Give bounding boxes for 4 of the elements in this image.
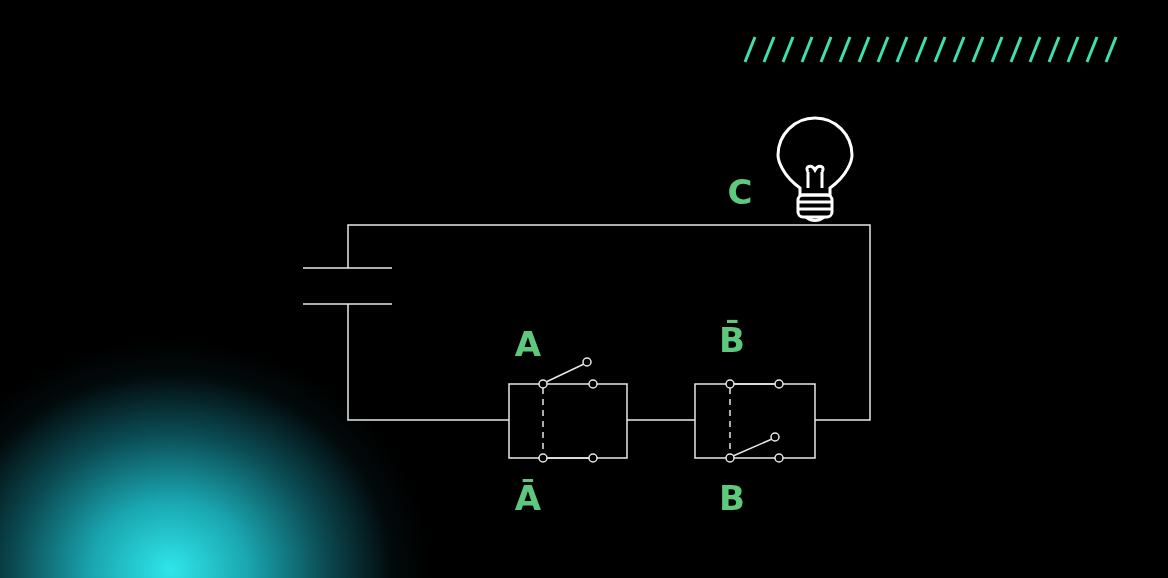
switch-label: A <box>514 327 542 361</box>
switch-label: Ā <box>514 481 542 515</box>
switch-label: B <box>719 481 745 515</box>
lamp-label: C <box>727 175 753 209</box>
